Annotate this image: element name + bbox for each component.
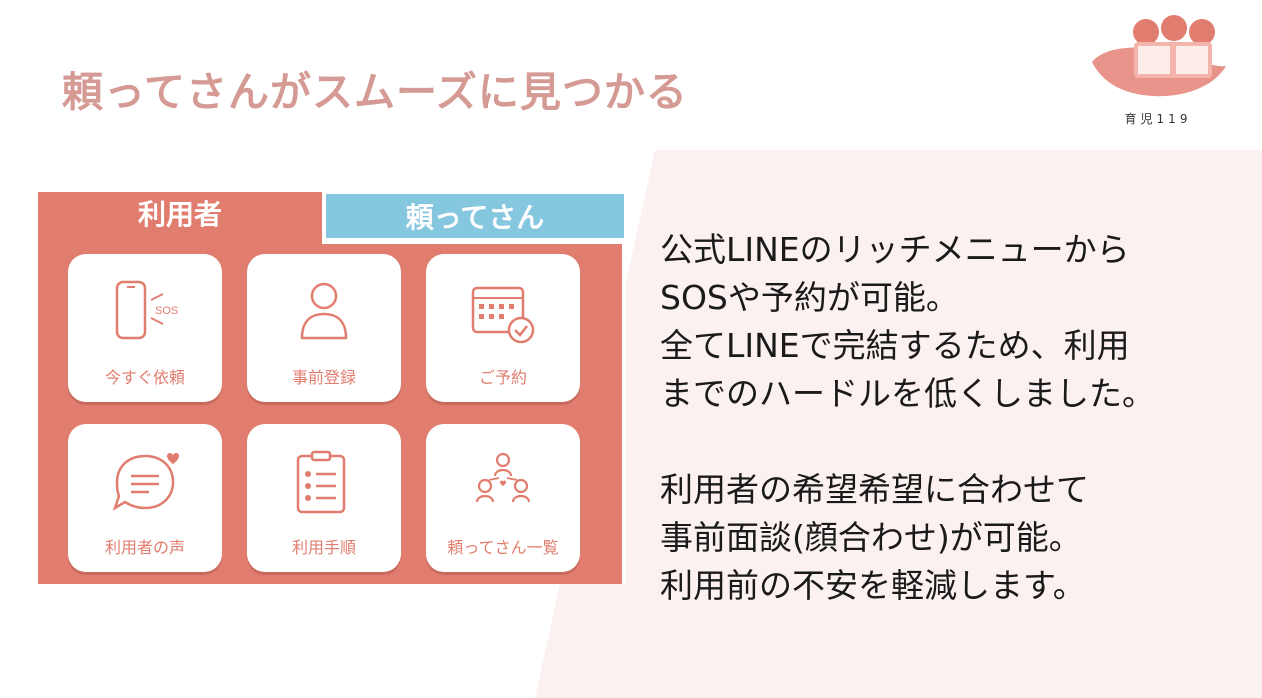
- tile-helper-list[interactable]: 頼ってさん一覧: [426, 424, 580, 572]
- body-line: 利用前の不安を軽減します。: [660, 566, 1086, 605]
- calendar-check-icon: [471, 286, 535, 344]
- clipboard-checklist-icon: [296, 450, 346, 514]
- body-line: 全てLINEで完結するため、利用: [660, 326, 1130, 365]
- paragraph-gap: [660, 418, 1250, 466]
- tab-user[interactable]: 利用者: [137, 198, 222, 231]
- phone-sos-icon: SOS: [115, 280, 178, 340]
- tab-helper-frame: 頼ってさん: [322, 192, 626, 244]
- logo-text: 育児119: [1124, 112, 1192, 126]
- body-line: SOSや予約が可能。: [660, 278, 959, 317]
- body-line: までのハードルを低くしました。: [660, 374, 1155, 413]
- tile-usage-steps[interactable]: 利用手順: [247, 424, 401, 572]
- rich-menu: 利用者 頼ってさん SOS 今すぐ依頼 事前登録: [38, 192, 626, 584]
- person-icon: [300, 282, 348, 340]
- body-text: 公式LINEのリッチメニューから SOSや予約が可能。 全てLINEで完結するた…: [660, 226, 1250, 610]
- tile-label: 利用手順: [291, 538, 356, 557]
- tile-user-voices[interactable]: 利用者の声: [68, 424, 222, 572]
- menu-edge: [622, 242, 626, 584]
- body-line: 事前面談(顔合わせ)が可能。: [660, 518, 1082, 557]
- speech-bubble-heart-icon: [112, 453, 179, 511]
- tile-pre-registration[interactable]: 事前登録: [247, 254, 401, 402]
- slide-title: 頼ってさんがスムーズに見つかる: [62, 68, 688, 116]
- tile-reservation[interactable]: ご予約: [426, 254, 580, 402]
- sos-text: SOS: [155, 305, 178, 317]
- people-network-icon: [475, 452, 531, 503]
- body-line: 公式LINEのリッチメニューから: [660, 230, 1130, 269]
- tab-helper[interactable]: 頼ってさん: [326, 194, 624, 238]
- puzzle-hand-logo-icon: [1092, 15, 1226, 97]
- body-line: 利用者の希望希望に合わせて: [660, 470, 1089, 509]
- tile-label: 利用者の声: [104, 538, 185, 557]
- tile-label: 今すぐ依頼: [104, 368, 185, 387]
- logo: 育児119: [1088, 12, 1228, 132]
- tile-label: 頼ってさん一覧: [447, 538, 559, 557]
- tile-label: 事前登録: [291, 368, 356, 387]
- tile-label: ご予約: [478, 368, 527, 387]
- tile-request-now[interactable]: SOS 今すぐ依頼: [68, 254, 222, 402]
